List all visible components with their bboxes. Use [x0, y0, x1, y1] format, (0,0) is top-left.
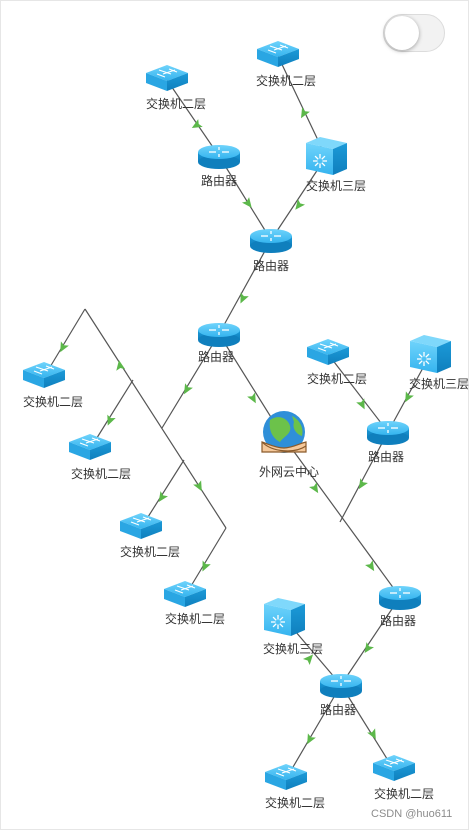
node-label: 交换机三层: [306, 178, 366, 193]
layer2-switch-icon: [307, 339, 349, 365]
link-line-4: [218, 239, 272, 335]
router-icon: [250, 229, 292, 253]
nodes-layer: 交换机二层交换机二层路由器交换机三层路由器路由器外网云中心交换机二层交换机二层交…: [23, 41, 469, 810]
node-sw7[interactable]: 交换机二层: [307, 339, 367, 386]
flow-arrow: [193, 480, 202, 492]
flow-arrow: [60, 341, 69, 353]
link-line-18: [285, 684, 342, 780]
flow-arrow: [307, 733, 316, 745]
router-icon: [320, 674, 362, 698]
node-label: 交换机二层: [71, 466, 131, 481]
layer2-switch-icon: [164, 581, 206, 607]
flow-arrow: [116, 360, 126, 371]
flow-arrow: [356, 398, 365, 410]
flow-arrow: [302, 654, 314, 665]
router-icon: [198, 145, 240, 169]
flow-arrow: [191, 119, 203, 128]
node-label: 交换机二层: [23, 394, 83, 409]
node-sw6[interactable]: 交换机二层: [164, 581, 225, 626]
node-label: 交换机二层: [120, 544, 180, 559]
node-r5[interactable]: 路由器: [379, 586, 421, 628]
layer2-switch-icon: [373, 755, 415, 781]
node-sw2[interactable]: 交换机二层: [256, 41, 316, 88]
node-sw1[interactable]: 交换机二层: [146, 65, 206, 111]
node-sw9[interactable]: 交换机二层: [373, 755, 434, 801]
layer2-switch-icon: [257, 41, 299, 67]
node-s3a[interactable]: 交换机三层: [306, 137, 366, 193]
layer3-switch-icon: [264, 598, 305, 636]
node-s3c[interactable]: 交换机三层: [263, 598, 323, 656]
layer2-switch-icon: [69, 434, 111, 460]
node-label: 交换机二层: [256, 73, 316, 88]
flow-arrow: [158, 491, 168, 502]
node-cloud[interactable]: 外网云中心: [259, 411, 319, 479]
link-line-9: [84, 308, 227, 529]
node-label: 交换机二层: [146, 96, 206, 111]
flow-arrow: [365, 560, 375, 572]
layer2-switch-icon: [146, 65, 188, 91]
cloud-center-icon: [261, 411, 307, 453]
node-label: 交换机三层: [409, 376, 469, 391]
node-label: 路由器: [198, 349, 234, 364]
link-line-13: [327, 353, 389, 433]
view-toggle-switch[interactable]: [383, 14, 445, 52]
node-label: 交换机三层: [263, 641, 323, 656]
flow-arrow: [241, 197, 252, 208]
flow-arrow: [405, 391, 414, 403]
flow-arrow: [301, 107, 310, 119]
node-label: 路由器: [253, 258, 289, 273]
layer3-switch-icon: [306, 137, 347, 175]
link-line-5: [161, 333, 220, 429]
flow-arrow: [247, 392, 256, 404]
router-icon: [367, 421, 409, 445]
router-icon: [379, 586, 421, 610]
node-r4[interactable]: 路由器: [367, 421, 409, 464]
link-line-0: [166, 79, 220, 157]
link-line-16: [340, 596, 401, 686]
node-sw3[interactable]: 交换机二层: [23, 362, 83, 409]
flow-arrow: [107, 414, 116, 426]
layer2-switch-icon: [23, 362, 65, 388]
flow-arrow: [240, 292, 249, 304]
flow-arrow: [184, 383, 193, 395]
node-label: 外网云中心: [259, 464, 319, 479]
node-r6[interactable]: 路由器: [320, 674, 362, 717]
link-line-2: [218, 155, 272, 241]
watermark: CSDN @huo611: [371, 808, 453, 820]
node-r1[interactable]: 路由器: [198, 145, 240, 188]
layer2-switch-icon: [120, 513, 162, 539]
layer2-switch-icon: [265, 764, 307, 790]
flow-arrow: [202, 560, 211, 572]
node-label: 路由器: [368, 449, 404, 464]
toggle-knob[interactable]: [385, 16, 419, 50]
node-r3[interactable]: 路由器: [198, 323, 240, 364]
flow-arrow: [358, 478, 368, 490]
node-s3b[interactable]: 交换机三层: [409, 335, 469, 391]
node-label: 路由器: [320, 702, 356, 717]
node-sw5[interactable]: 交换机二层: [120, 513, 180, 559]
flow-arrow: [364, 642, 374, 653]
node-sw4[interactable]: 交换机二层: [69, 434, 131, 481]
node-r2[interactable]: 路由器: [250, 229, 292, 273]
node-sw8[interactable]: 交换机二层: [265, 764, 325, 810]
node-label: 交换机二层: [374, 786, 434, 801]
layer3-switch-icon: [410, 335, 451, 373]
node-label: 路由器: [201, 173, 237, 188]
arrows-layer: [60, 107, 414, 745]
router-icon: [198, 323, 240, 347]
node-label: 交换机二层: [165, 611, 225, 626]
flow-arrow: [295, 199, 306, 210]
link-line-19: [340, 684, 395, 771]
node-label: 路由器: [380, 613, 416, 628]
node-label: 交换机二层: [307, 371, 367, 386]
link-line-15: [339, 431, 389, 523]
node-label: 交换机二层: [265, 795, 325, 810]
flow-arrow: [309, 482, 319, 494]
flow-arrow: [367, 728, 376, 740]
